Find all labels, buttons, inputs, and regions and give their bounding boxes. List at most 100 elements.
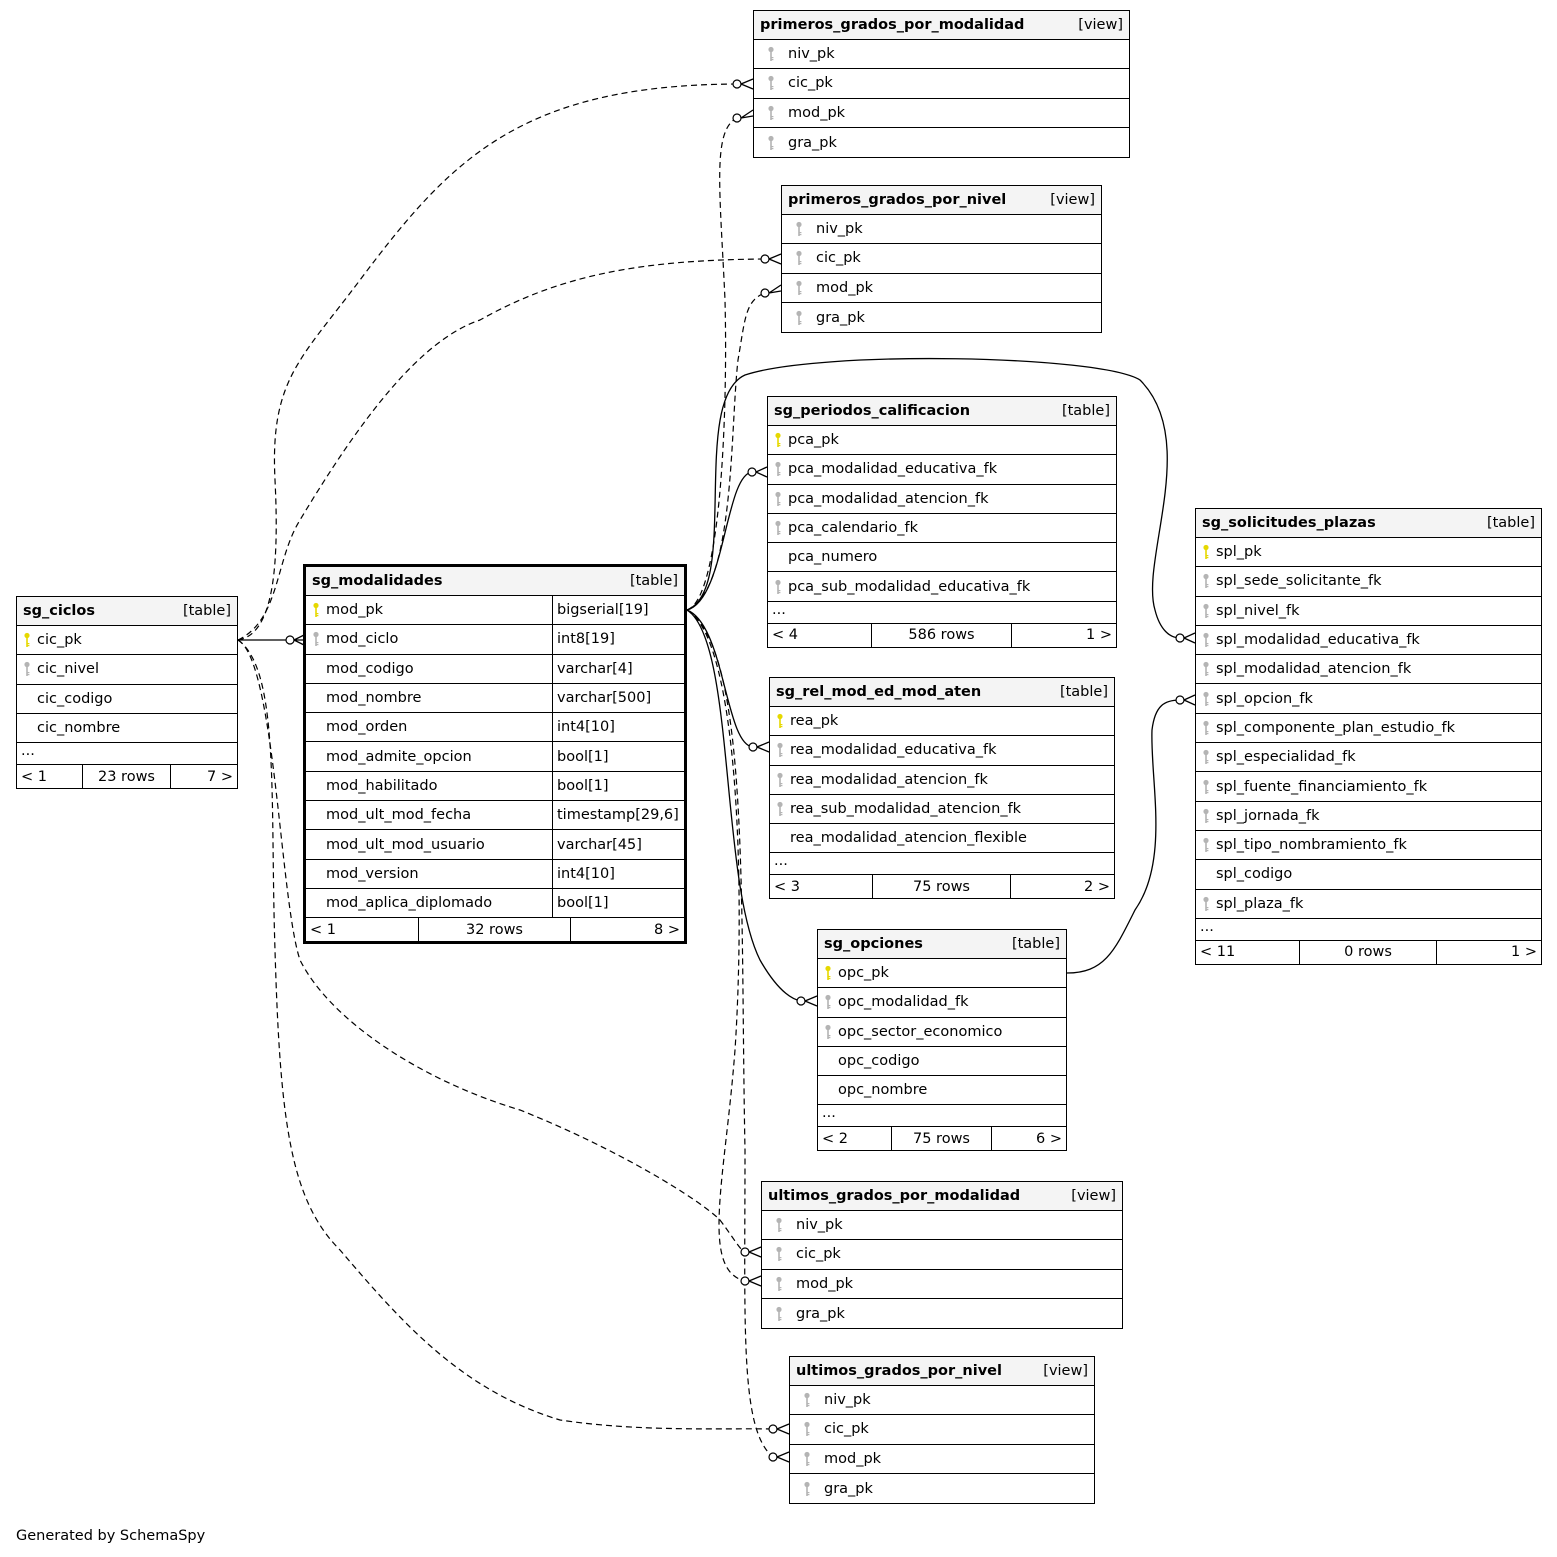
column-row[interactable]: spl_nivel_fk [1196,597,1541,626]
column-row[interactable]: spl_plaza_fk [1196,890,1541,919]
table-header[interactable]: sg_rel_mod_ed_mod_aten[table] [770,678,1114,707]
column-row[interactable]: mod_pk [762,1270,1122,1299]
column-row[interactable]: niv_pk [762,1211,1122,1241]
column-row[interactable]: pca_pk [768,426,1116,456]
children-count[interactable]: 7 > [207,768,233,785]
column-name: cic_nombre [37,720,121,737]
column-row[interactable]: spl_opcion_fk [1196,684,1541,714]
foreign-key-icon [762,1246,796,1262]
table-header[interactable]: sg_opciones[table] [818,930,1066,959]
column-row[interactable]: spl_modalidad_educativa_fk [1196,626,1541,656]
children-count[interactable]: 1 > [1511,944,1537,961]
column-row[interactable]: cic_nivel [17,655,237,685]
view-primeros-grados-por-modalidad[interactable]: primeros_grados_por_modalidad[view]niv_p… [753,10,1130,159]
column-row[interactable]: pca_modalidad_atencion_fk [768,485,1116,514]
table-header[interactable]: sg_solicitudes_plazas[table] [1196,509,1541,538]
children-count[interactable]: 8 > [654,921,680,938]
parents-count[interactable]: < 1 [17,765,83,789]
column-row[interactable]: cic_pk [790,1415,1094,1445]
column-row[interactable]: opc_codigo [818,1047,1066,1077]
table-header[interactable]: ultimos_grados_por_nivel[view] [790,1357,1094,1386]
column-row[interactable]: cic_pk [17,626,237,656]
column-row[interactable]: niv_pk [782,215,1101,245]
column-row[interactable]: niv_pk [790,1386,1094,1416]
column-row[interactable]: gra_pk [754,128,1129,157]
column-row[interactable]: cic_nombre [17,714,237,744]
children-count[interactable]: 1 > [1086,627,1112,644]
column-row[interactable]: spl_tipo_nombramiento_fk [1196,831,1541,861]
column-row[interactable]: opc_pk [818,959,1066,989]
table-header[interactable]: ultimos_grados_por_modalidad[view] [762,1182,1122,1211]
parents-count[interactable]: < 4 [768,623,872,647]
column-row[interactable]: opc_nombre [818,1076,1066,1106]
column-row[interactable]: gra_pk [762,1299,1122,1328]
column-row[interactable]: pca_numero [768,543,1116,573]
column-row[interactable]: mod_pk [754,99,1129,128]
column-row[interactable]: spl_fuente_financiamiento_fk [1196,772,1541,802]
column-row[interactable]: cic_pk [762,1240,1122,1270]
column-row[interactable]: niv_pk [754,40,1129,70]
parents-count[interactable]: < 11 [1196,940,1300,964]
column-row[interactable]: spl_sede_solicitante_fk [1196,567,1541,597]
column-row[interactable]: spl_componente_plan_estudio_fk [1196,714,1541,744]
column-row[interactable]: rea_pk [770,707,1114,737]
table-name: sg_ciclos [23,603,95,619]
column-row[interactable]: spl_codigo [1196,860,1541,890]
column-name: mod_pk [326,602,384,619]
view-ultimos-grados-por-modalidad[interactable]: ultimos_grados_por_modalidad[view]niv_pk… [761,1181,1123,1330]
children-count[interactable]: 6 > [1036,1130,1062,1147]
parents-count[interactable]: < 3 [770,875,873,899]
foreign-key-icon [768,461,788,477]
table-header[interactable]: sg_ciclos[table] [17,597,237,626]
column-row[interactable]: gra_pk [790,1474,1094,1503]
column-row[interactable]: spl_jornada_fk [1196,802,1541,831]
column-row[interactable]: pca_sub_modalidad_educativa_fk [768,572,1116,602]
column-row[interactable]: pca_calendario_fk [768,514,1116,544]
column-name: pca_calendario_fk [788,520,919,537]
column-row[interactable]: rea_modalidad_atencion_fk [770,766,1114,795]
parents-count[interactable]: < 2 [818,1127,892,1151]
column-row[interactable]: pca_modalidad_educativa_fk [768,455,1116,485]
table-header[interactable]: primeros_grados_por_nivel[view] [782,186,1101,215]
column-row[interactable]: cic_pk [782,244,1101,274]
column-row[interactable]: spl_modalidad_atencion_fk [1196,655,1541,685]
table-header[interactable]: sg_periodos_calificacion[table] [768,397,1116,426]
parents-count[interactable]: < 1 [306,918,419,942]
column-row[interactable]: rea_modalidad_atencion_flexible [770,824,1114,854]
foreign-key-icon [754,75,788,91]
column-row[interactable]: cic_pk [754,69,1129,99]
column-row[interactable]: spl_pk [1196,538,1541,568]
column-row[interactable]: mod_pk [782,274,1101,303]
column-row[interactable]: mod_pk [790,1445,1094,1474]
table-header[interactable]: sg_modalidades[table] [306,567,684,596]
column-row[interactable]: cic_codigo [17,685,237,714]
column-row[interactable]: rea_sub_modalidad_atencion_fk [770,795,1114,825]
column-row[interactable]: opc_sector_economico [818,1018,1066,1047]
column-row[interactable]: opc_modalidad_fk [818,988,1066,1018]
children-count[interactable]: 2 > [1084,878,1110,895]
column-row[interactable]: rea_modalidad_educativa_fk [770,736,1114,766]
more-columns-ellipsis: ... [770,853,1114,876]
column-row[interactable]: gra_pk [782,303,1101,332]
table-header[interactable]: primeros_grados_por_modalidad[view] [754,11,1129,40]
column-row[interactable]: spl_especialidad_fk [1196,743,1541,773]
